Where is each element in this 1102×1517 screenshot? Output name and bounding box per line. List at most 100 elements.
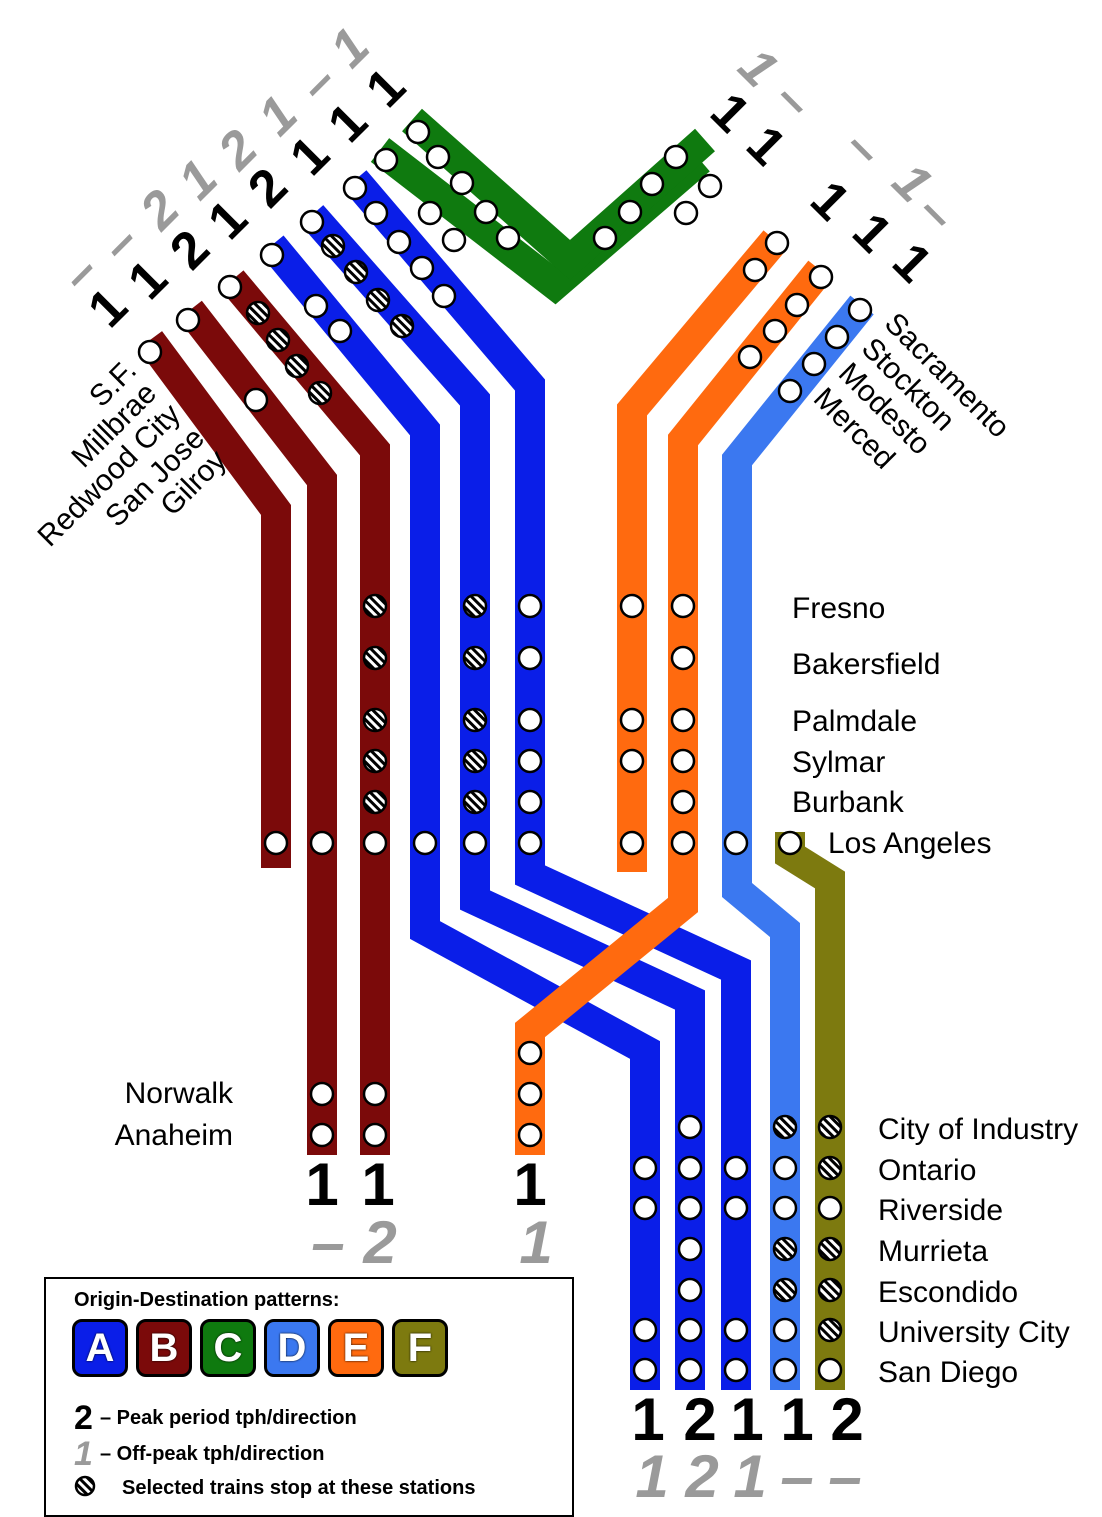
selected-stop (817, 1236, 843, 1262)
station-label-southeast: University City (878, 1316, 1070, 1349)
selected-stop (245, 300, 271, 326)
station-stop (772, 1195, 798, 1221)
station-stop (309, 830, 335, 856)
selected-stop (362, 593, 388, 619)
station-stop (243, 387, 269, 413)
station-stop (670, 748, 696, 774)
selected-stop (817, 1277, 843, 1303)
station-stop (263, 830, 289, 856)
bottom-right-peak-number: 2 (683, 1386, 716, 1453)
station-stop (762, 318, 788, 344)
ne-peak-number: 1 (841, 202, 902, 263)
pattern-c-badge: C (200, 1319, 256, 1377)
station-stop (817, 1357, 843, 1383)
selected-stop (817, 1114, 843, 1140)
station-label-southeast: Riverside (878, 1194, 1003, 1227)
station-stop (137, 339, 163, 365)
bottom-left-peak-number: 1 (361, 1151, 394, 1218)
selected-stop (389, 313, 415, 339)
bottom-right-offpeak-number: 1 (733, 1443, 766, 1502)
selected-stop (772, 1277, 798, 1303)
bottom-right-offpeak-number: – (780, 1443, 813, 1502)
station-stop (362, 1122, 388, 1148)
route-a-line-3 (343, 170, 751, 1390)
station-stop (670, 830, 696, 856)
station-stop (772, 1317, 798, 1343)
station-stop (764, 230, 790, 256)
pattern-a-badge: A (72, 1319, 128, 1377)
selected-stop (817, 1317, 843, 1343)
bottom-right-offpeak-number: – (828, 1443, 861, 1502)
station-stop (175, 307, 201, 333)
legend-offpeak-row: 1 – Off-peak tph/direction (74, 1435, 324, 1474)
station-stop (517, 593, 543, 619)
ne-peak-number: 1 (799, 170, 860, 231)
station-stop (327, 318, 353, 344)
pattern-e-badge: E (328, 1319, 384, 1377)
station-stop (517, 789, 543, 815)
station-stop (409, 255, 435, 281)
pattern-b-badge: B (136, 1319, 192, 1377)
station-label-central: Los Angeles (828, 827, 991, 860)
station-stop (431, 283, 457, 309)
station-label-southwest: Anaheim (115, 1119, 233, 1152)
station-stop (449, 170, 475, 196)
bottom-right-peak-number: 1 (730, 1386, 763, 1453)
station-stop (723, 1155, 749, 1181)
station-stop (697, 173, 723, 199)
station-stop (784, 292, 810, 318)
station-label-central: Sylmar (792, 746, 885, 779)
station-label-central: Palmdale (792, 705, 917, 738)
station-stop (386, 229, 412, 255)
station-stop (619, 748, 645, 774)
selected-text: Selected trains stop at these stations (122, 1476, 476, 1499)
station-stop (517, 830, 543, 856)
peak-text: – Peak period tph/direction (100, 1407, 357, 1429)
station-stop (677, 1317, 703, 1343)
station-label-southeast: San Diego (878, 1356, 1018, 1389)
station-stop (259, 242, 285, 268)
station-stop (670, 645, 696, 671)
station-stop (817, 1195, 843, 1221)
station-stop (373, 147, 399, 173)
bottom-left-peak-number: 1 (305, 1151, 338, 1218)
selected-stop (462, 707, 488, 733)
station-stop (517, 1081, 543, 1107)
offpeak-text: – Off-peak tph/direction (100, 1443, 325, 1465)
bottom-right-offpeak-number: 2 (684, 1443, 718, 1502)
station-stop (303, 293, 329, 319)
station-label-southwest: Norwalk (125, 1077, 234, 1110)
station-label-central: Bakersfield (792, 648, 940, 681)
station-stop (405, 119, 431, 145)
selected-stop (284, 353, 310, 379)
selected-stop (362, 748, 388, 774)
station-stop (673, 200, 699, 226)
legend-selected-row: Selected trains stop at these stations (74, 1475, 475, 1501)
station-stop (801, 351, 827, 377)
bottom-right-peak-number: 1 (631, 1386, 664, 1453)
station-stop (517, 1040, 543, 1066)
station-stop (425, 144, 451, 170)
selected-stop (343, 259, 369, 285)
station-stop (808, 264, 834, 290)
bottom-left-offpeak-number: – (311, 1209, 344, 1276)
selected-stop (772, 1114, 798, 1140)
station-label-southeast: Ontario (878, 1154, 976, 1187)
station-stop (592, 225, 618, 251)
station-stop (677, 1277, 703, 1303)
station-stop (737, 344, 763, 370)
station-stop (824, 324, 850, 350)
station-stop (772, 1357, 798, 1383)
pattern-d-badge: D (264, 1319, 320, 1377)
offpeak-symbol: 1 (74, 1435, 93, 1473)
station-stop (462, 830, 488, 856)
station-stop (619, 830, 645, 856)
station-stop (677, 1195, 703, 1221)
station-label-central: Burbank (792, 786, 905, 819)
selected-stop (462, 789, 488, 815)
station-stop (309, 1122, 335, 1148)
station-stop (617, 199, 643, 225)
station-label-southeast: Escondido (878, 1276, 1018, 1309)
selected-stop (307, 380, 333, 406)
station-stop (309, 1081, 335, 1107)
